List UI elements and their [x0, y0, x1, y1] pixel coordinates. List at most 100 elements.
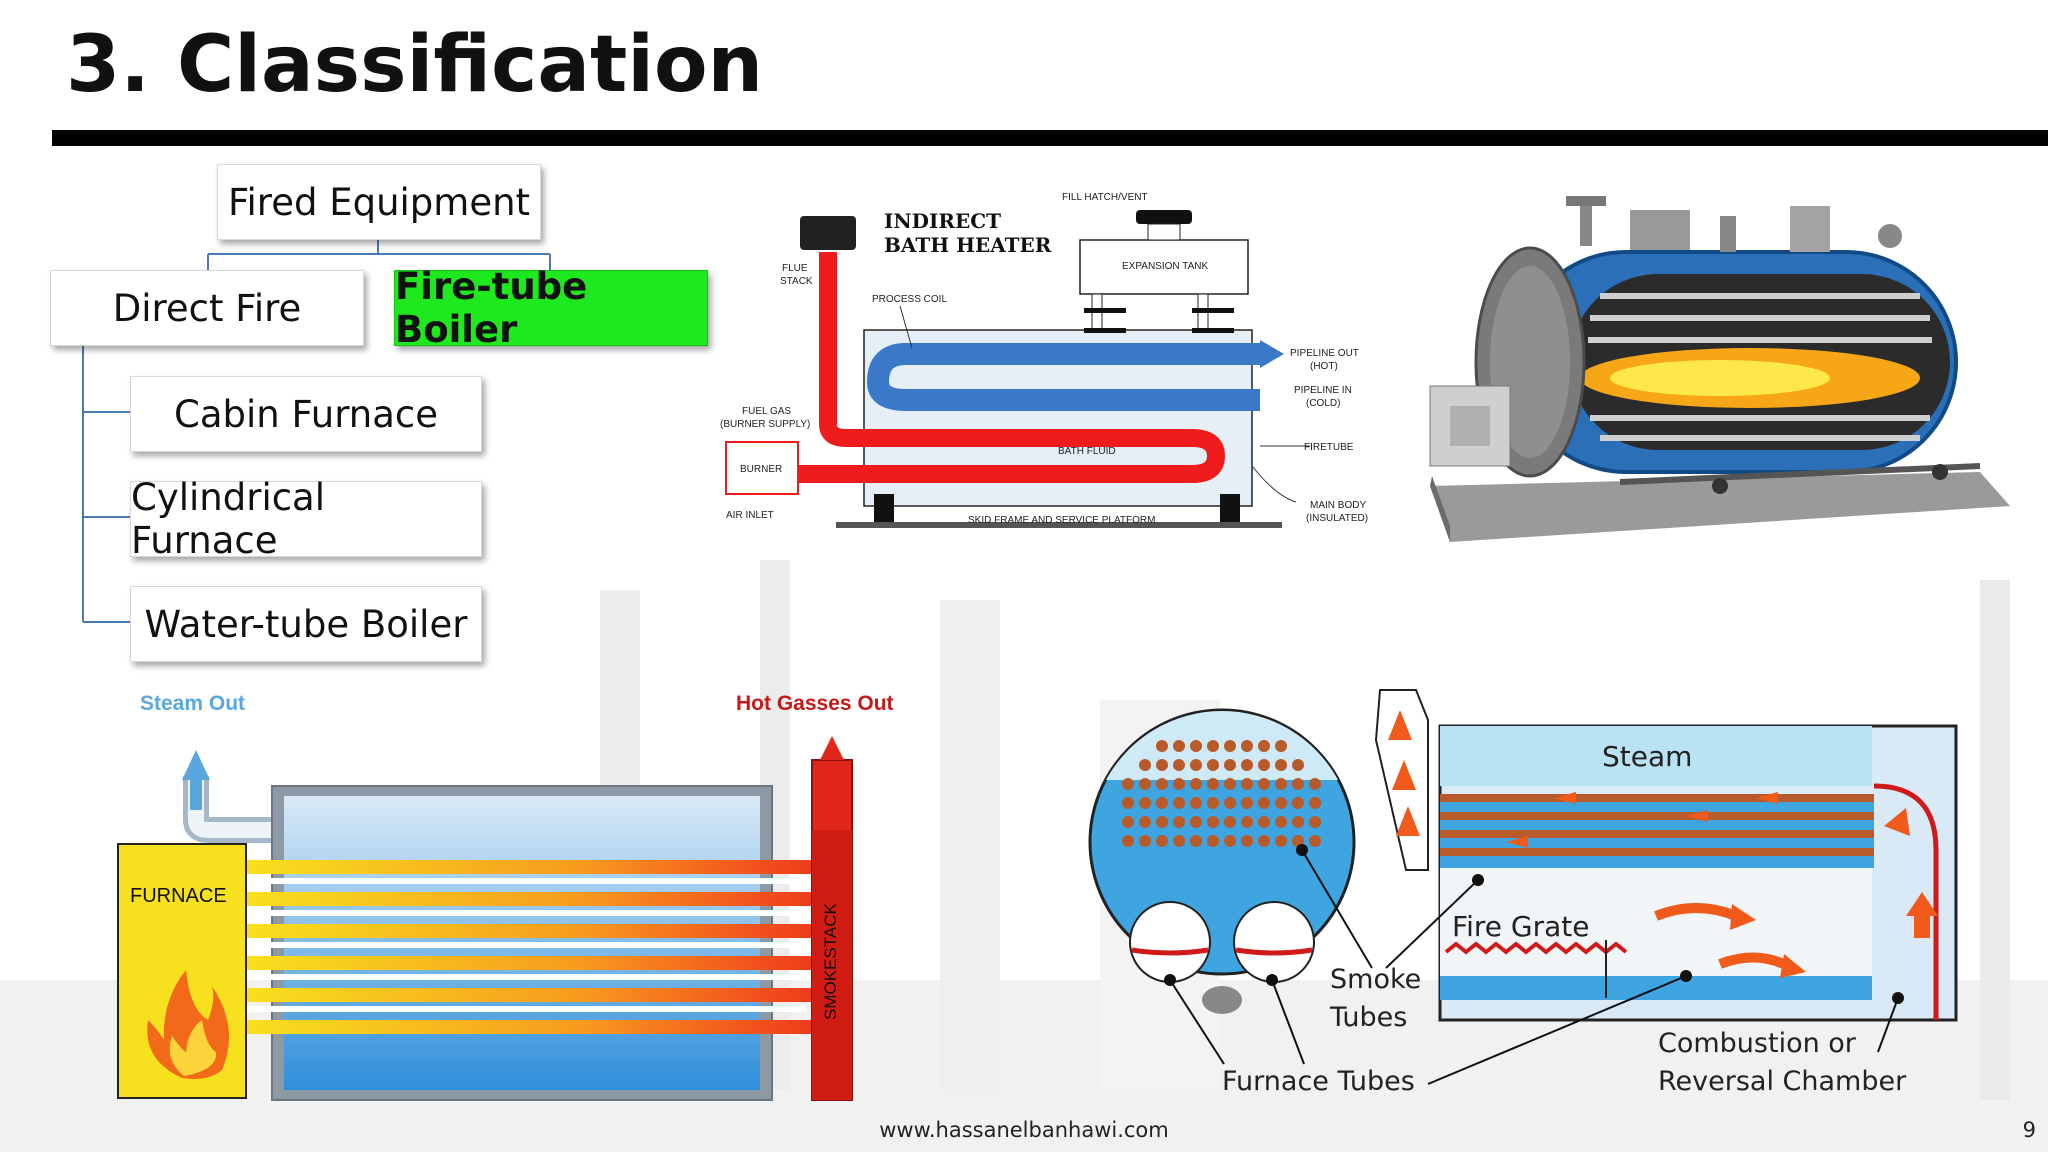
smoke-tube-dot — [1292, 778, 1304, 790]
fire-tubes — [242, 860, 812, 1034]
label-fuel-gas-1: FUEL GAS — [742, 406, 791, 417]
bath-heater-diagram: INDIRECT BATH HEATER FILL HATCH/VENT EXP… — [716, 186, 1382, 544]
page-number: 9 — [2022, 1118, 2036, 1142]
label-firetube: FIRETUBE — [1304, 442, 1354, 453]
tree-node-cabin-furnace: Cabin Furnace — [130, 376, 482, 452]
smoke-tube-dot — [1207, 797, 1219, 809]
smoke-tube-dot — [1139, 835, 1151, 847]
tree-node-label: Cylindrical Furnace — [131, 476, 326, 562]
smoke-tube-dot — [1224, 778, 1236, 790]
smoke-tube-dot — [1241, 835, 1253, 847]
label-flue-2: STACK — [780, 276, 813, 287]
label-bath-fluid: BATH FLUID — [1058, 446, 1116, 457]
smoke-tube-dot — [1258, 816, 1270, 828]
smoke-tube-dot — [1258, 759, 1270, 771]
smoke-tube-dot — [1190, 759, 1202, 771]
smoke-tube-dot — [1156, 740, 1168, 752]
smoke-tube-dot — [1258, 797, 1270, 809]
label-main-body-2: (INSULATED) — [1306, 513, 1368, 524]
smoke-tube-dot — [1275, 740, 1287, 752]
smoke-tube-dot — [1292, 835, 1304, 847]
smoke-tube-dot — [1156, 816, 1168, 828]
label-smoke-2: Tubes — [1329, 1002, 1407, 1033]
label-skid: SKID FRAME AND SERVICE PLATFORM — [968, 515, 1155, 526]
smoke-tube-dot — [1275, 816, 1287, 828]
smoke-tube-dot — [1122, 797, 1134, 809]
smoke-tube-dot — [1190, 816, 1202, 828]
smoke-tube-dot — [1258, 835, 1270, 847]
tree-node-label: Direct Fire — [112, 286, 302, 330]
label-furnace: FURNACE — [130, 885, 227, 907]
smoke-tube-dot — [1241, 816, 1253, 828]
smoke-tube-dot — [1190, 740, 1202, 752]
tree-node-water-tube-boiler: Water-tube Boiler — [130, 586, 482, 662]
smoke-tube-dot — [1241, 740, 1253, 752]
smoke-tube-dot — [1173, 740, 1185, 752]
label-combustion-1: Combustion or — [1658, 1028, 1857, 1059]
label-steam: Steam — [1602, 740, 1692, 773]
smoke-tube-dot — [1275, 797, 1287, 809]
smoke-tube-dot — [1224, 816, 1236, 828]
label-burner: BURNER — [740, 464, 782, 475]
smoke-tube-dot — [1173, 778, 1185, 790]
label-expansion-tank: EXPANSION TANK — [1122, 261, 1208, 272]
smoke-tube-dot — [1156, 759, 1168, 771]
smoke-tube-dot — [1292, 797, 1304, 809]
process-coil — [866, 343, 1262, 411]
smoke-tubes — [1440, 794, 1874, 856]
label-combustion-2: Reversal Chamber — [1658, 1066, 1907, 1097]
fire-grate — [1444, 941, 1628, 955]
smoke-tube-dot — [1224, 797, 1236, 809]
smoke-tube-dot — [1156, 835, 1168, 847]
smoke-tube-dot — [1139, 759, 1151, 771]
bath-heater-title-1: INDIRECT — [884, 209, 1001, 233]
smoke-tube-dot — [1207, 740, 1219, 752]
smoke-tube-dot — [1224, 835, 1236, 847]
tree-node-fired-equipment: Fired Equipment — [217, 164, 541, 240]
label-furnace-tubes: Furnace Tubes — [1222, 1066, 1415, 1097]
smoke-tube-dot — [1207, 759, 1219, 771]
footer-url: www.hassanelbanhawi.com — [879, 1118, 1169, 1142]
boiler-cross-section-diagram: Steam Fire Grate Smoke Tubes Furnace Tub… — [1076, 680, 1972, 1104]
smoke-tube-dot — [1309, 835, 1321, 847]
tree-node-label: Water-tube Boiler — [144, 602, 468, 646]
smoke-tube-dot — [1207, 835, 1219, 847]
label-fuel-gas-2: (BURNER SUPPLY) — [720, 419, 810, 430]
smoke-tube-dot — [1156, 797, 1168, 809]
tree-node-label: Cabin Furnace — [174, 392, 438, 436]
smoke-tube-dot — [1139, 797, 1151, 809]
smoke-tube-dot — [1241, 778, 1253, 790]
tree-node-direct-fire: Direct Fire — [50, 270, 364, 346]
label-pipeline-in-2: (COLD) — [1306, 398, 1340, 409]
fire-tube-flow-diagram: SMOKESTACK Steam Out Hot Gasses Out FURN… — [112, 680, 922, 1102]
smoke-tube-dot — [1309, 797, 1321, 809]
steam-space — [1440, 726, 1872, 786]
boiler-cutaway-illustration — [1420, 186, 2024, 546]
label-steam-out: Steam Out — [140, 692, 245, 715]
smoke-tube-dot — [1122, 778, 1134, 790]
label-smoke-1: Smoke — [1330, 964, 1421, 995]
label-process-coil: PROCESS COIL — [872, 294, 947, 305]
firetube — [798, 252, 1226, 483]
smoke-tube-dot — [1173, 835, 1185, 847]
smoke-tube-dot — [1190, 778, 1202, 790]
smoke-tube-dot — [1275, 759, 1287, 771]
smoke-tube-dot — [1122, 816, 1134, 828]
smoke-tube-dot — [1190, 797, 1202, 809]
expansion-tank — [1079, 239, 1249, 295]
smoke-tube-dot — [1224, 740, 1236, 752]
label-main-body-1: MAIN BODY — [1310, 500, 1366, 511]
smoke-tube-dot — [1258, 778, 1270, 790]
label-pipeline-out-1: PIPELINE OUT — [1290, 348, 1359, 359]
smoke-tube-dot — [1173, 797, 1185, 809]
smoke-tube-dot — [1156, 778, 1168, 790]
smoke-tube-dot — [1190, 835, 1202, 847]
smoke-tube-dot — [1173, 759, 1185, 771]
tree-node-label: Fired Equipment — [227, 180, 531, 224]
smoke-tube-dot — [1207, 816, 1219, 828]
smoke-tube-dot — [1122, 835, 1134, 847]
tree-node-label: Fire-tube Boiler — [395, 265, 588, 351]
smoke-tube-dot — [1292, 816, 1304, 828]
label-air-inlet: AIR INLET — [726, 510, 774, 521]
label-smokestack: SMOKESTACK — [821, 903, 840, 1020]
